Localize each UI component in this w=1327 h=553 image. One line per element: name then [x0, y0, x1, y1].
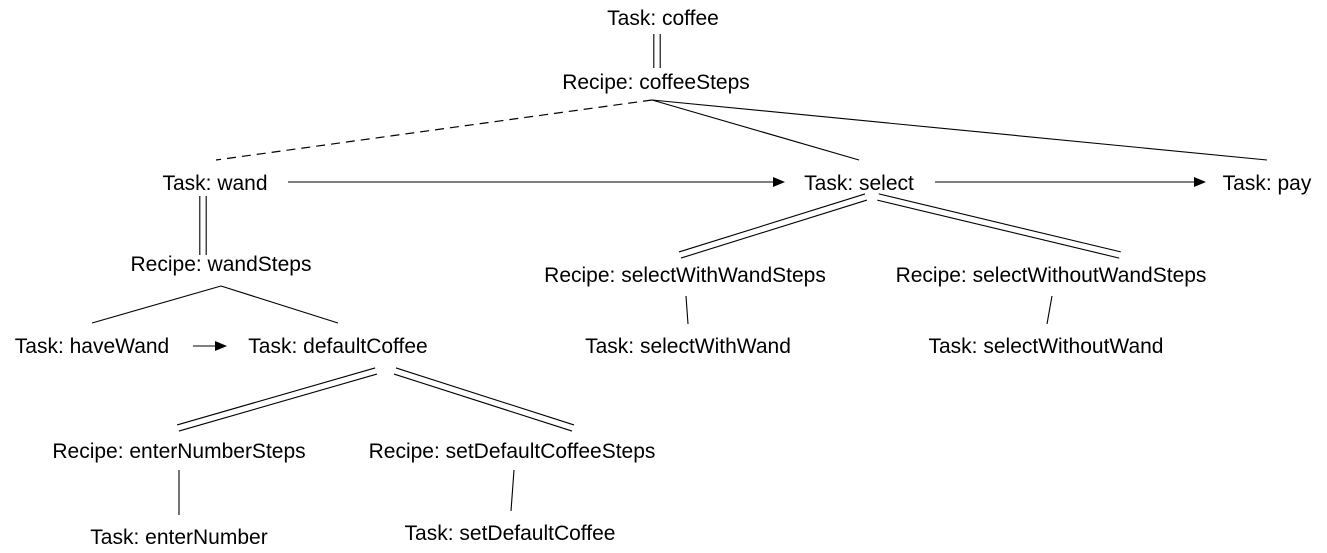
edge-task-defaultCoffee-to-recipe-setDefaultCoffeeSteps	[393, 373, 573, 432]
node-task-enterNumber: Task: enterNumber	[90, 526, 267, 549]
node-recipe-enterNumberSteps: Recipe: enterNumberSteps	[52, 440, 305, 463]
node-recipe-setDefaultCoffeeSteps: Recipe: setDefaultCoffeeSteps	[369, 440, 656, 463]
node-recipe-wandSteps: Recipe: wandSteps	[131, 253, 312, 276]
node-task-setDefaultCoffee: Task: setDefaultCoffee	[405, 522, 616, 545]
edge-task-select-to-recipe-selectWithWandSteps-pair	[680, 199, 868, 259]
node-recipe-selectWithoutWandSteps: Recipe: selectWithoutWandSteps	[896, 264, 1207, 287]
edge-task-defaultCoffee-to-recipe-enterNumberSteps-pair	[178, 373, 378, 432]
node-task-wand: Task: wand	[162, 172, 267, 195]
edge-recipe-selectWithWandSteps-to-task-selectWithWand	[685, 295, 689, 325]
node-recipe-selectWithWandSteps: Recipe: selectWithWandSteps	[544, 264, 826, 287]
node-task-haveWand: Task: haveWand	[15, 335, 169, 358]
edges-layer	[91, 34, 1268, 515]
edge-task-defaultCoffee-to-recipe-setDefaultCoffeeSteps-pair	[395, 367, 575, 426]
edge-task-select-to-recipe-selectWithoutWandSteps	[877, 199, 1120, 259]
node-task-coffee: Task: coffee	[607, 7, 719, 30]
edge-recipe-selectWithoutWandSteps-to-task-selectWithoutWand	[1046, 295, 1053, 325]
node-task-selectWithoutWand: Task: selectWithoutWand	[929, 335, 1164, 358]
edge-recipe-coffeeSteps-to-task-wand	[215, 99, 653, 161]
edge-recipe-coffeeSteps-to-task-pay	[651, 99, 1268, 161]
edge-recipe-coffeeSteps-to-task-select	[651, 99, 860, 161]
edge-task-defaultCoffee-to-recipe-enterNumberSteps	[176, 367, 376, 426]
node-task-defaultCoffee: Task: defaultCoffee	[248, 335, 427, 358]
node-task-pay: Task: pay	[1223, 172, 1312, 195]
edge-task-select-to-recipe-selectWithoutWandSteps-pair	[878, 193, 1121, 253]
labels-layer: Task: coffee Recipe: coffeeSteps Task: w…	[15, 7, 1312, 549]
edge-recipe-wandSteps-to-task-defaultCoffee	[220, 285, 339, 324]
node-recipe-coffeeSteps: Recipe: coffeeSteps	[562, 71, 750, 94]
edge-recipe-wandSteps-to-task-haveWand	[91, 285, 222, 324]
edge-recipe-setDefaultCoffeeSteps-to-task-setDefaultCoffee	[510, 469, 515, 512]
node-task-select: Task: select	[804, 172, 914, 195]
node-task-selectWithWand: Task: selectWithWand	[585, 335, 791, 358]
edge-task-select-to-recipe-selectWithWandSteps	[678, 193, 866, 253]
